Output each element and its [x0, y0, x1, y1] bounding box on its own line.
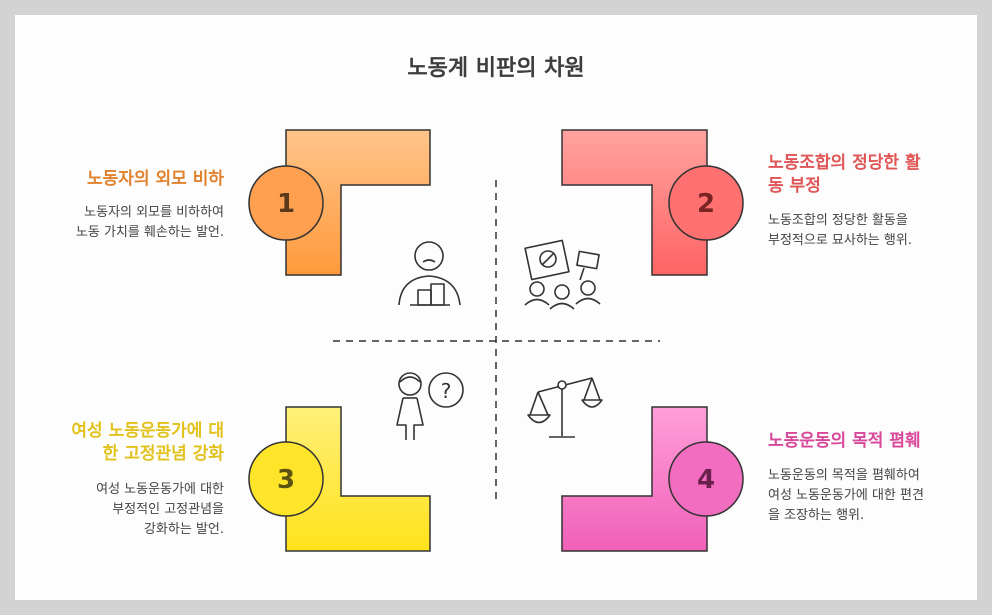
- quadrant-3-heading-line: 여성 노동운동가에 대: [71, 421, 224, 441]
- l-shape-4: [561, 406, 708, 552]
- woman-question-icon: ?: [396, 372, 464, 440]
- quadrant-4-desc-line: 여성 노동운동가에 대한 편견: [768, 488, 924, 503]
- quadrant-2-heading-line: 동 부정: [768, 176, 821, 196]
- quadrant-1-heading: 노동자의 외모 비하: [87, 169, 224, 189]
- number-label-1: 1: [277, 189, 295, 219]
- diagram-card: [15, 15, 977, 600]
- quadrant-3-desc-line: 강화하는 발언.: [143, 522, 224, 537]
- quadrant-2-heading: 노동조합의 정당한 활 동 부정: [768, 152, 921, 198]
- number-circle-2: [668, 165, 744, 241]
- quadrant-3-heading: 여성 노동운동가에 대 한 고정관념 강화: [71, 420, 224, 466]
- number-circle-4: [668, 441, 744, 517]
- l-shape-2: [561, 129, 708, 276]
- quadrant-1-desc-line: 노동 가치를 훼손하는 발언.: [75, 225, 224, 240]
- quadrant-2-desc-line: 노동조합의 정당한 활동을: [768, 213, 908, 228]
- quadrant-3-desc: 여성 노동운동가에 대한 부정적인 고정관념을 강화하는 발언.: [96, 480, 224, 540]
- quadrant-2-desc-line: 부정적으로 묘사하는 행위.: [768, 233, 912, 248]
- page-title: 노동계 비판의 차원: [407, 56, 585, 81]
- number-circle-1: [248, 165, 324, 241]
- quadrant-1-desc: 노동자의 외모를 비하하여 노동 가치를 훼손하는 발언.: [76, 203, 224, 243]
- quadrant-4-desc-line: 노동운동의 목적을 폄훼하여: [768, 468, 920, 483]
- number-circle-3: [248, 441, 324, 517]
- number-label-4: 4: [697, 465, 715, 495]
- quadrant-4-desc-line: 을 조장하는 행위.: [768, 508, 865, 523]
- quadrant-4-desc: 노동운동의 목적을 폄훼하여 여성 노동운동가에 대한 편견 을 조장하는 행위…: [768, 466, 924, 526]
- l-shape-1: [285, 129, 431, 276]
- balance-scale-icon: [527, 377, 603, 438]
- svg-text:?: ?: [441, 379, 452, 403]
- quadrant-2-heading-line: 노동조합의 정당한 활: [768, 153, 921, 173]
- quadrant-3-desc-line: 여성 노동운동가에 대한: [96, 482, 224, 497]
- person-at-desk-icon: [398, 241, 461, 306]
- quadrant-3-desc-line: 부정적인 고정관념을: [112, 502, 224, 517]
- protest-group-icon: [524, 239, 601, 310]
- number-label-2: 2: [697, 189, 715, 219]
- quadrant-2-desc: 노동조합의 정당한 활동을 부정적으로 묘사하는 행위.: [768, 211, 912, 251]
- quadrant-1-desc-line: 노동자의 외모를 비하하여: [84, 205, 224, 220]
- l-shape-3: [285, 406, 431, 552]
- number-label-3: 3: [277, 465, 295, 495]
- quadrant-3-heading-line: 한 고정관념 강화: [102, 444, 224, 464]
- quadrant-4-heading: 노동운동의 목적 폄훼: [768, 431, 921, 451]
